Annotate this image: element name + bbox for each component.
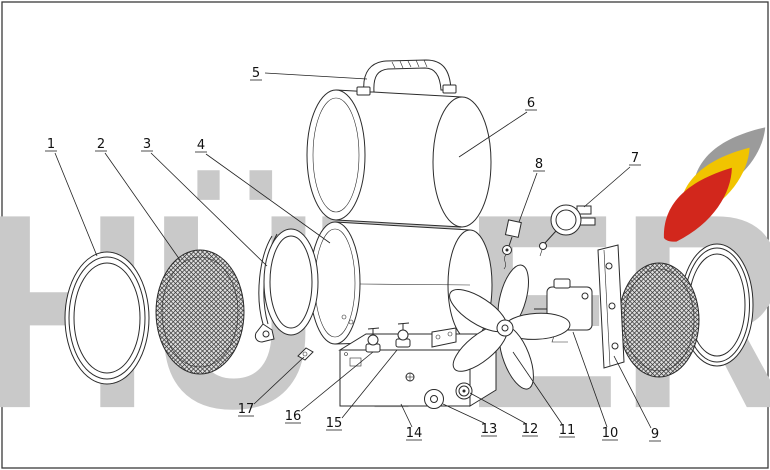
part-callout-5: 5 bbox=[250, 66, 368, 81]
mounting-bracket-small bbox=[431, 327, 457, 348]
part-callout-6: 6 bbox=[458, 96, 537, 158]
part-callout-14: 14 bbox=[400, 403, 423, 441]
gas-valve-left bbox=[365, 327, 381, 353]
rear-bracket-plate bbox=[597, 244, 625, 369]
front-grille-mesh bbox=[155, 249, 245, 375]
part-number-label: 11 bbox=[559, 423, 576, 438]
part-callout-11: 11 bbox=[512, 351, 576, 438]
part-number-label: 13 bbox=[481, 422, 498, 437]
part-number-label: 17 bbox=[238, 402, 255, 417]
part-callout-3: 3 bbox=[141, 137, 268, 267]
logo-shape-red bbox=[663, 167, 732, 242]
part-number-label: 2 bbox=[97, 137, 105, 152]
part-number-label: 3 bbox=[143, 137, 151, 152]
clamp-ring bbox=[254, 228, 319, 343]
gas-valve-right bbox=[395, 322, 411, 348]
part-number-label: 6 bbox=[527, 96, 535, 111]
part-callout-9: 9 bbox=[613, 355, 661, 442]
part-number-label: 10 bbox=[602, 426, 619, 441]
part-number-label: 9 bbox=[651, 427, 659, 442]
igniter-valve bbox=[502, 219, 522, 270]
part-callout-7: 7 bbox=[583, 151, 641, 208]
rear-ring bbox=[680, 243, 754, 367]
part-callout-13: 13 bbox=[442, 403, 498, 437]
part-number-label: 16 bbox=[285, 409, 302, 424]
part-number-label: 7 bbox=[631, 151, 639, 166]
front-bezel-ring bbox=[64, 251, 150, 385]
inner-tank-cylinder bbox=[309, 221, 493, 348]
part-callout-4: 4 bbox=[195, 138, 331, 244]
part-callout-12: 12 bbox=[469, 392, 539, 437]
control-knob bbox=[424, 389, 444, 409]
part-number-label: 1 bbox=[47, 137, 55, 152]
part-callout-1: 1 bbox=[45, 137, 98, 257]
carry-handle bbox=[356, 59, 457, 96]
part-number-label: 14 bbox=[406, 426, 423, 441]
part-number-label: 4 bbox=[197, 138, 205, 153]
part-callout-10: 10 bbox=[572, 331, 619, 441]
outer-housing-shell bbox=[306, 89, 492, 228]
thermostat-regulator bbox=[539, 204, 596, 257]
part-callout-15: 15 bbox=[326, 349, 398, 431]
part-callout-8: 8 bbox=[518, 157, 545, 223]
part-callout-17: 17 bbox=[238, 356, 305, 417]
valve-knob bbox=[455, 382, 473, 400]
fan-blade bbox=[449, 264, 571, 390]
part-number-label: 15 bbox=[326, 416, 343, 431]
brand-logo bbox=[663, 127, 766, 242]
part-number-label: 8 bbox=[535, 157, 543, 172]
leader-line bbox=[54, 152, 98, 257]
part-callout-16: 16 bbox=[285, 351, 374, 424]
part-number-label: 5 bbox=[252, 66, 260, 81]
rear-grille-mesh bbox=[618, 262, 700, 378]
part-number-label: 12 bbox=[522, 422, 539, 437]
part-callout-2: 2 bbox=[95, 137, 181, 261]
